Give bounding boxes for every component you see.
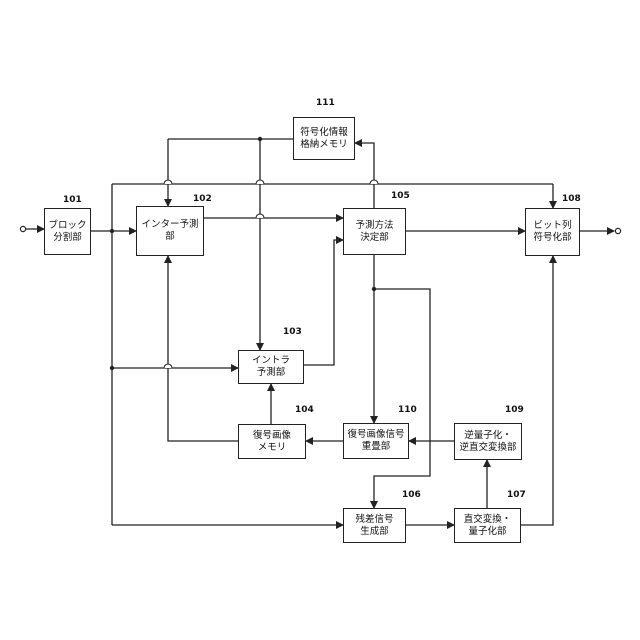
crossing-hop [256,180,264,184]
crossing-hop [164,364,172,368]
block-108-label-2: 符号化部 [533,232,571,244]
crossing-hop [164,180,172,184]
block-110-label-2: 重畳部 [362,441,391,453]
block-103-label-1: イントラ [252,355,290,367]
residual-signal-generation-unit: 残差信号 生成部 [343,508,406,543]
bit-stream-encoding-unit: ビット列 符号化部 [525,208,580,256]
block-106-label-2: 生成部 [360,526,389,538]
coding-info-storage-memory: 符号化情報 格納メモリ [293,117,355,160]
decoded-image-memory: 復号画像 メモリ [238,424,306,459]
inter-prediction-unit: インター予測 部 [136,206,204,256]
output-terminal [615,228,620,233]
decoded-image-signal-superposition-unit: 復号画像信号 重畳部 [343,423,409,459]
connector-104-to-102 [168,256,238,441]
block-111-label-1: 符号化情報 [300,127,348,139]
block-106-label-1: 残差信号 [355,514,393,526]
block-110-label-1: 復号画像信号 [347,429,404,441]
block-102-number: 102 [193,194,212,204]
connector-103-to-105 [304,240,343,365]
block-109-number: 109 [505,405,524,415]
block-103-number: 103 [283,327,302,337]
block-104-label-2: メモリ [258,442,287,454]
block-103-label-2: 予測部 [257,367,286,379]
block-102-label-2: 部 [165,231,175,243]
connector-107-to-108 [521,256,553,525]
junction-dot [110,366,114,370]
block-109-label-2: 逆直交変換部 [459,442,516,454]
block-107-label-2: 量子化部 [468,526,506,538]
block-107-label-1: 直交変換・ [464,514,512,526]
block-106-number: 106 [402,490,421,500]
block-108-label-1: ビット列 [533,220,571,232]
block-104-label-1: 復号画像 [253,430,291,442]
input-terminal [20,226,25,231]
block-105-number: 105 [391,191,410,201]
block-107-number: 107 [507,490,526,500]
connector-105-to-111 [355,143,374,208]
block-105-label-2: 決定部 [360,232,389,244]
connector-105-to-106 [374,289,430,508]
block-division-unit: ブロック 分割部 [44,208,91,255]
junction-dot [258,137,262,141]
block-101-label-1: ブロック [48,220,86,232]
block-104-number: 104 [295,405,314,415]
intra-prediction-unit: イントラ 予測部 [238,350,304,384]
block-105-label-1: 予測方法 [355,220,393,232]
orthogonal-transform-quantization-unit: 直交変換・ 量子化部 [454,508,521,543]
prediction-method-decision-unit: 予測方法 決定部 [343,208,406,255]
crossing-hop [256,214,264,218]
block-111-number: 111 [316,98,335,108]
block-110-number: 110 [398,405,417,415]
block-101-label-2: 分割部 [53,232,82,244]
junction-dot [110,229,114,233]
block-111-label-2: 格納メモリ [300,139,348,151]
block-102-label-1: インター予測 [141,219,198,231]
block-101-number: 101 [63,195,82,205]
block-108-number: 108 [562,194,581,204]
block-109-label-1: 逆量子化・ [464,430,512,442]
crossing-hop [370,180,378,184]
junction-dot [372,287,376,291]
inverse-quantization-inverse-transform-unit: 逆量子化・ 逆直交変換部 [454,423,522,460]
